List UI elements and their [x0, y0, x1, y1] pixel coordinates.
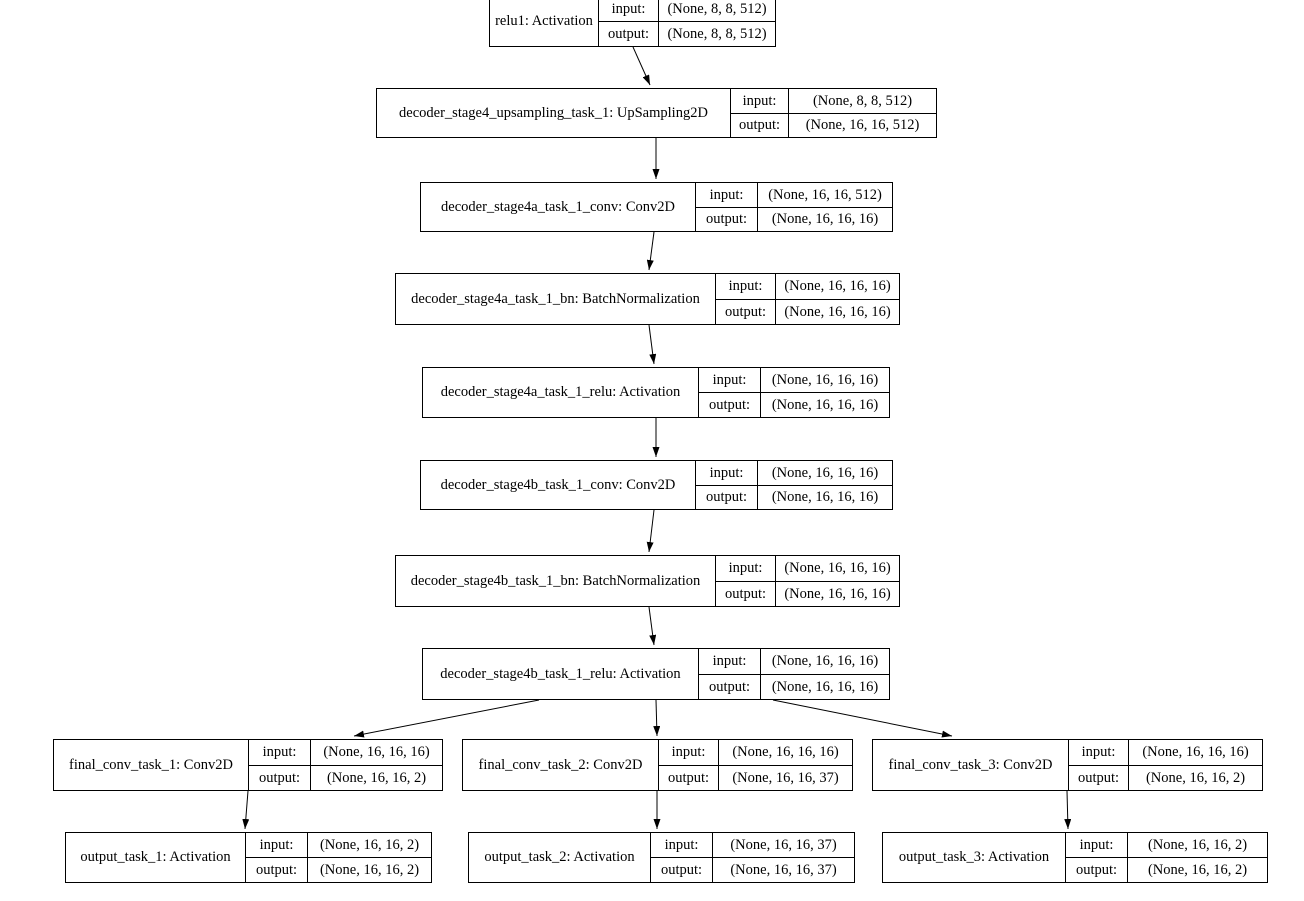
input-shape: (None, 16, 16, 16)	[732, 744, 839, 760]
input-row-label: input:	[696, 183, 758, 207]
output-shape: (None, 16, 16, 16)	[771, 489, 879, 505]
layer-name: decoder_stage4b_task_1_relu: Activation	[423, 649, 699, 699]
layer-name: final_conv_task_2: Conv2D	[463, 740, 659, 790]
output-row-label: output:	[696, 485, 758, 509]
edge-4b-relu-to-final-conv-3	[772, 699, 953, 738]
output-row-label: output:	[716, 581, 776, 606]
output-row-label: output:	[599, 22, 659, 46]
layer-name: decoder_stage4_upsampling_task_1: UpSamp…	[377, 89, 731, 137]
output-row-label: output:	[1066, 858, 1128, 882]
output-shape: (None, 16, 16, 16)	[784, 303, 891, 320]
layer-node-final-conv-task-2: final_conv_task_2: Conv2D input: (None, …	[462, 739, 853, 791]
layer-node-decoder-stage4b-task-1-conv: decoder_stage4b_task_1_conv: Conv2D inpu…	[420, 460, 893, 510]
output-shape: (None, 8, 8, 512)	[667, 25, 767, 42]
input-shape: (None, 16, 16, 16)	[771, 653, 879, 669]
edge-4b-bn-to-4b-relu	[648, 606, 657, 646]
edge-4a-conv-to-4a-bn	[646, 231, 655, 271]
input-row-label: input:	[599, 0, 659, 21]
input-row-label: input:	[699, 649, 761, 674]
layer-node-final-conv-task-3: final_conv_task_3: Conv2D input: (None, …	[872, 739, 1263, 791]
input-row-label: input:	[716, 274, 776, 299]
input-row-label: input:	[731, 89, 789, 113]
output-row-label: output:	[699, 674, 761, 699]
input-row-label: input:	[246, 833, 308, 857]
layer-node-decoder-stage4a-task-1-relu: decoder_stage4a_task_1_relu: Activation …	[422, 367, 890, 418]
output-row-label: output:	[659, 765, 719, 790]
layer-name: decoder_stage4a_task_1_relu: Activation	[423, 368, 699, 417]
output-shape: (None, 16, 16, 37)	[730, 861, 837, 878]
output-row-label: output:	[249, 765, 311, 790]
input-row-label: input:	[716, 556, 776, 581]
input-shape: (None, 16, 16, 16)	[784, 278, 891, 294]
output-shape: (None, 16, 16, 512)	[805, 117, 920, 133]
output-row-label: output:	[731, 113, 789, 137]
layer-name: output_task_3: Activation	[883, 833, 1066, 882]
layer-node-decoder-stage4-upsampling-task-1: decoder_stage4_upsampling_task_1: UpSamp…	[376, 88, 937, 138]
input-row-label: input:	[1069, 740, 1129, 765]
layer-name: final_conv_task_3: Conv2D	[873, 740, 1069, 790]
input-row-label: input:	[1066, 833, 1128, 857]
input-shape: (None, 16, 16, 16)	[771, 371, 879, 388]
layer-node-output-task-3: output_task_3: Activation input: (None, …	[882, 832, 1268, 883]
edge-final-conv-1-to-output-1	[242, 790, 250, 830]
output-row-label: output:	[1069, 765, 1129, 790]
input-row-label: input:	[699, 368, 761, 392]
output-shape: (None, 16, 16, 16)	[784, 585, 891, 602]
output-row-label: output:	[699, 393, 761, 417]
edge-final-conv-3-to-output-3	[1064, 790, 1072, 830]
input-shape: (None, 8, 8, 512)	[812, 92, 913, 109]
layer-node-decoder-stage4a-task-1-conv: decoder_stage4a_task_1_conv: Conv2D inpu…	[420, 182, 893, 232]
edge-relu1-to-upsampling	[632, 46, 651, 86]
layer-name: decoder_stage4b_task_1_conv: Conv2D	[421, 461, 696, 509]
output-row-label: output:	[651, 858, 713, 882]
input-shape: (None, 8, 8, 512)	[667, 0, 767, 17]
edge-4b-relu-to-final-conv-1	[353, 699, 540, 738]
output-shape: (None, 16, 16, 16)	[771, 211, 879, 227]
edge-4b-conv-to-4b-bn	[646, 509, 655, 553]
output-shape: (None, 16, 16, 2)	[1147, 861, 1248, 878]
input-shape: (None, 16, 16, 37)	[730, 836, 837, 853]
input-row-label: input:	[249, 740, 311, 765]
layer-node-output-task-2: output_task_2: Activation input: (None, …	[468, 832, 855, 883]
layer-name: relu1: Activation	[490, 0, 599, 46]
layer-name: output_task_1: Activation	[66, 833, 246, 882]
layer-node-final-conv-task-1: final_conv_task_1: Conv2D input: (None, …	[53, 739, 443, 791]
output-shape: (None, 16, 16, 2)	[326, 769, 427, 786]
output-shape: (None, 16, 16, 16)	[771, 396, 879, 413]
layer-node-decoder-stage4a-task-1-bn: decoder_stage4a_task_1_bn: BatchNormaliz…	[395, 273, 900, 325]
edge-4a-bn-to-4a-relu	[648, 324, 657, 365]
layer-name: final_conv_task_1: Conv2D	[54, 740, 249, 790]
output-shape: (None, 16, 16, 2)	[1145, 769, 1246, 786]
input-shape: (None, 16, 16, 512)	[768, 186, 882, 203]
input-shape: (None, 16, 16, 16)	[784, 560, 891, 576]
input-shape: (None, 16, 16, 2)	[1147, 836, 1248, 853]
output-row-label: output:	[716, 299, 776, 324]
input-shape: (None, 16, 16, 16)	[1142, 744, 1249, 760]
output-shape: (None, 16, 16, 16)	[771, 678, 879, 695]
layer-name: output_task_2: Activation	[469, 833, 651, 882]
layer-node-decoder-stage4b-task-1-bn: decoder_stage4b_task_1_bn: BatchNormaliz…	[395, 555, 900, 607]
output-shape: (None, 16, 16, 2)	[319, 861, 420, 878]
input-shape: (None, 16, 16, 2)	[319, 836, 420, 853]
layer-node-decoder-stage4b-task-1-relu: decoder_stage4b_task_1_relu: Activation …	[422, 648, 890, 700]
input-row-label: input:	[696, 461, 758, 485]
input-shape: (None, 16, 16, 16)	[771, 464, 879, 481]
layer-name: decoder_stage4a_task_1_conv: Conv2D	[421, 183, 696, 231]
input-row-label: input:	[659, 740, 719, 765]
layer-node-output-task-1: output_task_1: Activation input: (None, …	[65, 832, 432, 883]
layer-name: decoder_stage4a_task_1_bn: BatchNormaliz…	[396, 274, 716, 324]
layer-name: decoder_stage4b_task_1_bn: BatchNormaliz…	[396, 556, 716, 606]
output-row-label: output:	[696, 207, 758, 231]
output-shape: (None, 16, 16, 37)	[732, 769, 839, 786]
input-shape: (None, 16, 16, 16)	[323, 744, 430, 760]
layer-node-relu1: relu1: Activation input: (None, 8, 8, 51…	[489, 0, 776, 47]
output-row-label: output:	[246, 858, 308, 882]
input-row-label: input:	[651, 833, 713, 857]
edge-4b-relu-to-final-conv-2	[653, 699, 661, 737]
